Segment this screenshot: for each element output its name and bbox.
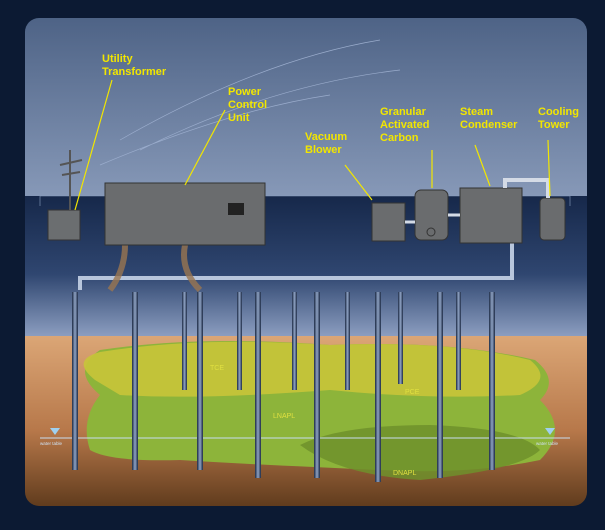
power-cables [107, 244, 203, 293]
water-table-icon-right [545, 428, 555, 435]
utility-transformer [47, 209, 81, 241]
power-lines [99, 39, 401, 166]
water-table-label-left: water table [40, 441, 63, 446]
cooling-tower [539, 197, 566, 241]
lnapl-label: LNAPL [273, 413, 295, 420]
water-table-icon-left [50, 428, 60, 435]
gac-vessel [414, 189, 449, 241]
dnapl-plume [300, 425, 540, 480]
steam-condenser [459, 187, 523, 244]
wells [72, 292, 495, 482]
dnapl-label: DNAPL [393, 470, 416, 477]
label-utility-transformer: Utility Transformer [102, 53, 167, 78]
label-cooling-tower: Cooling Tower [538, 106, 582, 131]
pce-label: PCE [405, 389, 420, 396]
label-power-control-unit: Power Control Unit [228, 86, 270, 124]
vapor-header-pipe [78, 235, 514, 290]
water-table-label-right: water table [536, 441, 559, 446]
label-steam-condenser: Steam Condenser [460, 106, 518, 131]
equipment-labels: Utility Transformer Power Control Unit V… [74, 53, 582, 211]
tce-label: TCE [210, 365, 224, 372]
label-arrows [74, 79, 551, 211]
label-vacuum-blower: Vacuum Blower [305, 131, 350, 156]
utility-pole [59, 150, 83, 210]
sky [25, 18, 587, 198]
label-gac: Granular Activated Carbon [380, 106, 433, 144]
vacuum-blower [371, 202, 406, 242]
tce-pce-plume [83, 341, 541, 397]
control-screen [228, 203, 244, 215]
